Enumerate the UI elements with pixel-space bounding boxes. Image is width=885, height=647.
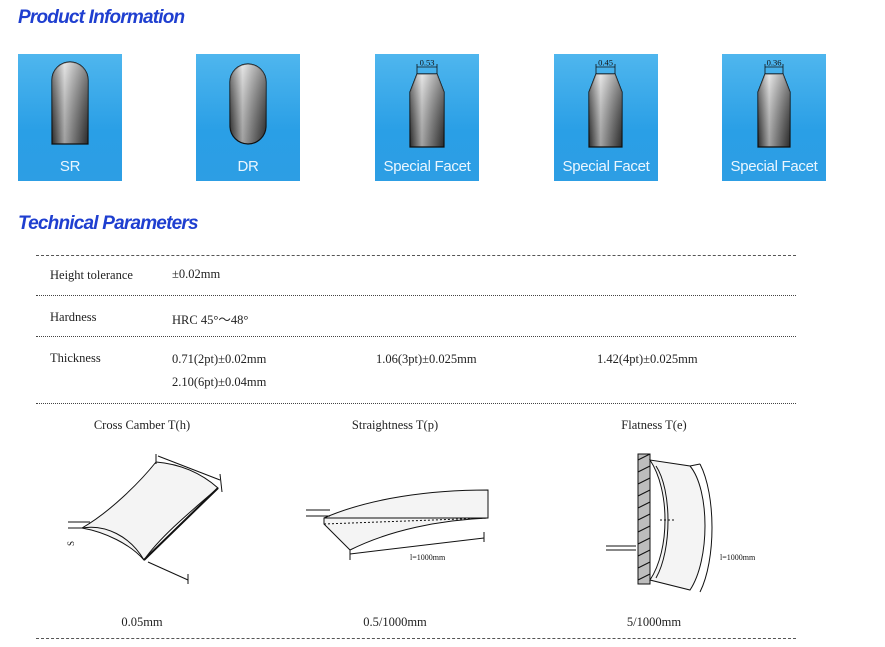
table-bottom-divider [36, 638, 796, 639]
straightness-length-annotation: l=1000mm [410, 553, 446, 562]
product-card-special-facet-045[interactable]: 0.45 Special Facet [554, 54, 658, 181]
card-label: Special Facet [562, 158, 650, 175]
card-label: Special Facet [730, 158, 818, 175]
product-card-sr[interactable]: SR [18, 54, 122, 181]
flatness-length-annotation: l=1000mm [720, 553, 756, 562]
row-divider [36, 336, 796, 337]
thickness-value: 2.10(6pt)±0.04mm [172, 375, 267, 389]
height-tolerance-label: Height tolerance [50, 268, 133, 282]
table-top-divider [36, 255, 796, 256]
special-facet-blade-profile-image: 0.36 [757, 58, 791, 148]
product-card-special-facet-036[interactable]: 0.36 Special Facet [722, 54, 826, 181]
cross-camber-diagram: S [66, 454, 223, 584]
straightness-diagram: l=1000mm [306, 489, 489, 562]
product-card-special-facet-053[interactable]: 0.53 Special Facet [375, 54, 479, 181]
thickness-label: Thickness [50, 351, 101, 365]
cross-camber-annotation: S [66, 541, 76, 546]
card-label: SR [59, 158, 81, 175]
thickness-value: 0.71(2pt)±0.02mm [172, 352, 267, 366]
flatness-value: 5/1000mm [626, 615, 682, 629]
card-label: Special Facet [383, 158, 471, 175]
special-facet-blade-profile-image: 0.45 [588, 58, 623, 148]
sr-blade-profile-image [51, 61, 89, 145]
special-facet-blade-profile-image: 0.53 [409, 58, 445, 148]
product-information-title: Product Information [18, 7, 185, 28]
cross-camber-caption: Cross Camber T(h) [93, 418, 191, 432]
dr-blade-profile-image [229, 63, 267, 145]
row-divider [36, 403, 796, 404]
thickness-value: 1.06(3pt)±0.025mm [376, 352, 477, 366]
facet-dimension-label: 0.45 [598, 58, 613, 68]
technical-parameters-title: Technical Parameters [18, 213, 199, 234]
cross-camber-value: 0.05mm [121, 615, 163, 629]
hardness-label: Hardness [50, 310, 97, 324]
product-card-dr[interactable]: DR [196, 54, 300, 181]
height-tolerance-value: ±0.02mm [172, 267, 221, 281]
flatness-caption: Flatness T(e) [621, 418, 687, 432]
hardness-value: HRC 45°～48° [172, 313, 249, 327]
facet-dimension-label: 0.53 [420, 58, 435, 68]
row-divider [36, 295, 796, 296]
facet-dimension-label: 0.36 [767, 58, 782, 68]
card-label: DR [237, 158, 259, 175]
straightness-value: 0.5/1000mm [363, 615, 427, 629]
thickness-value: 1.42(4pt)±0.025mm [597, 352, 698, 366]
flatness-diagram: l=1000mm [606, 453, 756, 593]
straightness-caption: Straightness T(p) [351, 418, 439, 432]
